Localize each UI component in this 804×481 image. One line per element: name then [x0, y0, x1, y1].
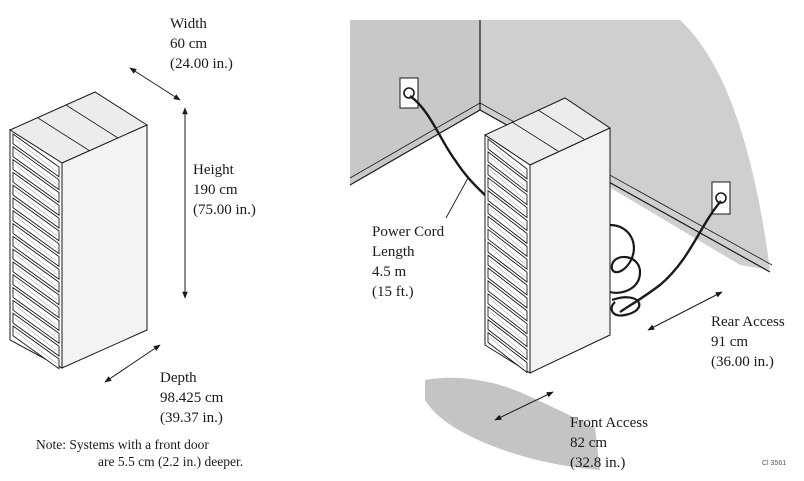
note-line-2: are 5.5 cm (2.2 in.) deeper. — [98, 454, 244, 469]
drive-slot-detail — [14, 253, 58, 288]
drive-slot-detail — [14, 138, 58, 173]
depth-arrow — [104, 344, 161, 383]
drive-slot-detail — [489, 246, 526, 278]
rack-right-drive-slots — [487, 138, 528, 374]
baseboard-left — [349, 102, 481, 179]
drive-slot-detail — [489, 143, 526, 175]
drive-slot-detail — [489, 285, 526, 317]
drive-slot-detail — [489, 169, 526, 200]
drive-slot-detail — [489, 156, 526, 188]
drive-slot-detail — [489, 195, 526, 226]
drive-slot-detail — [489, 324, 526, 355]
drive-slot-detail — [14, 151, 58, 185]
drive-slot-detail — [14, 215, 58, 249]
rear-access-label: Rear Access 91 cm (36.00 in.) — [711, 312, 785, 372]
drive-slot-detail — [489, 272, 526, 304]
drive-slot-detail — [489, 221, 526, 252]
depth-imperial: (39.37 in.) — [160, 410, 223, 426]
drive-slot-detail — [489, 208, 526, 239]
height-metric: 190 cm — [193, 182, 238, 198]
rear-access-title: Rear Access — [711, 314, 785, 330]
rack-right-side — [529, 127, 611, 374]
front-access-imperial: (32.8 in.) — [570, 455, 626, 471]
note-line-1: Note: Systems with a front door — [36, 437, 209, 452]
rear-access-metric: 91 cm — [711, 334, 749, 350]
width-label: Width 60 cm (24.00 in.) — [170, 14, 233, 74]
rear-access-arrow — [647, 291, 723, 331]
floor-patch — [425, 377, 600, 470]
height-title: Height — [193, 162, 234, 178]
drive-slot-detail — [14, 330, 58, 365]
rear-access-imperial: (36.00 in.) — [711, 354, 774, 370]
rack-left-drive-slots — [12, 133, 60, 370]
depth-title: Depth — [160, 370, 197, 386]
power-cord-label: Power Cord Length 4.5 m (15 ft.) — [372, 222, 444, 302]
width-arrow — [129, 67, 181, 101]
width-metric: 60 cm — [170, 36, 208, 52]
figure-code: Cl 3561 — [762, 460, 787, 467]
rack-cabinet-right — [483, 97, 612, 374]
drive-slot-detail — [14, 317, 58, 352]
drive-slot-detail — [14, 177, 58, 211]
rack-cabinet-left — [8, 91, 149, 370]
power-cord-callout — [445, 177, 469, 219]
power-cord-line-1: Power Cord — [372, 224, 445, 240]
drive-slot-detail — [14, 228, 58, 262]
width-imperial: (24.00 in.) — [170, 56, 233, 72]
depth-metric: 98.425 cm — [160, 390, 224, 406]
drive-slot-detail — [14, 305, 58, 339]
drive-slot-detail — [489, 182, 526, 213]
drive-slot-detail — [489, 337, 526, 368]
power-cord-line-2: Length — [372, 244, 415, 260]
drive-slot-detail — [14, 266, 58, 301]
height-label: Height 190 cm (75.00 in.) — [193, 160, 256, 220]
deeper-door-note: Note: Systems with a front door are 5.5 … — [36, 436, 243, 470]
floor-edge-left — [349, 109, 481, 186]
drive-slot-detail — [14, 292, 58, 326]
front-access-arrow — [494, 391, 554, 421]
power-cord-right — [619, 200, 722, 313]
front-access-metric: 82 cm — [570, 435, 608, 451]
drive-slot-detail — [489, 259, 526, 291]
height-imperial: (75.00 in.) — [193, 202, 256, 218]
power-cord-left — [409, 95, 491, 201]
power-cord-metric: 4.5 m — [372, 264, 407, 280]
rack-left-side — [61, 124, 148, 369]
drive-slot-detail — [14, 279, 58, 313]
front-access-title: Front Access — [570, 415, 648, 431]
drive-slot-detail — [489, 298, 526, 329]
front-access-label: Front Access 82 cm (32.8 in.) — [570, 413, 648, 473]
drive-slot-detail — [14, 189, 58, 224]
drive-slot-detail — [14, 241, 58, 275]
depth-label: Depth 98.425 cm (39.37 in.) — [160, 368, 223, 428]
power-cord-imperial: (15 ft.) — [372, 284, 414, 300]
width-title: Width — [170, 16, 207, 32]
drive-slot-detail — [14, 202, 58, 237]
drive-slot-detail — [489, 234, 526, 265]
drive-slot-detail — [14, 164, 58, 198]
drive-slot-detail — [489, 311, 526, 342]
power-cord-coil — [609, 223, 642, 317]
wall-outlet-left — [399, 77, 419, 109]
